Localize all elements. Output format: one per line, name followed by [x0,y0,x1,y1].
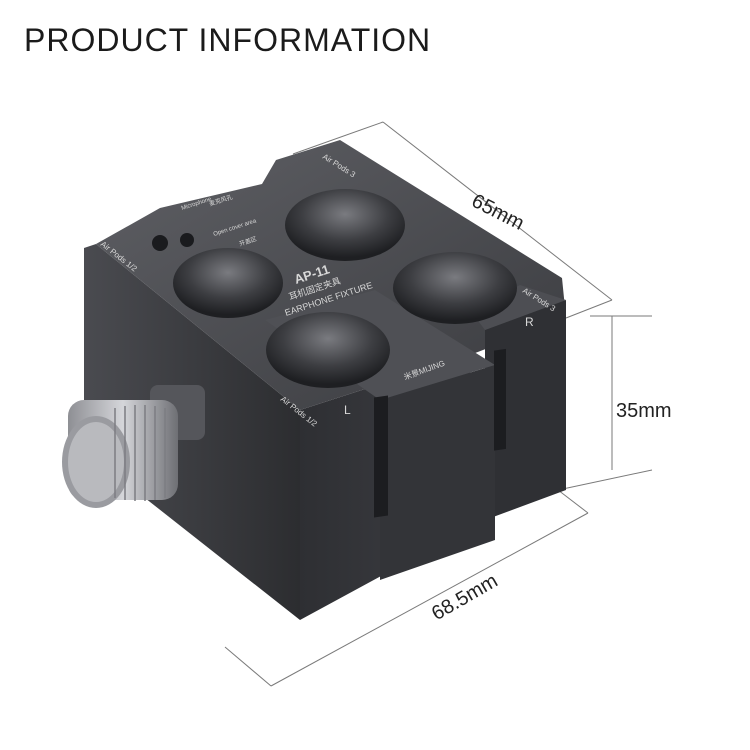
slot-grooves [374,348,506,518]
airpods-12-cup-front [266,312,390,388]
airpods-3-cup-top [285,189,405,261]
page-title: PRODUCT INFORMATION [24,22,432,58]
airpods-3-cup-right [393,252,517,324]
microphone-hole [152,235,168,251]
height-dimension-label: 35mm [616,400,672,422]
mark-l-label: L [344,403,351,417]
airpods-12-cup-left [173,248,283,318]
dimension-lines [224,121,653,687]
fixture-center-block [380,365,495,580]
adjustment-knob[interactable] [62,385,205,508]
mark-r-label: R [525,315,534,329]
